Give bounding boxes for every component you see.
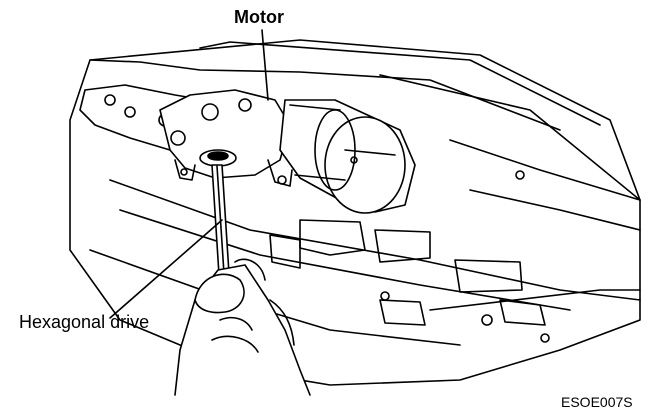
- floor-bolts: [380, 170, 550, 343]
- hexagonal-drive-label: Hexagonal drive: [19, 312, 150, 332]
- gear-housing: [159, 89, 293, 187]
- figure-code: ESOE007S: [561, 394, 633, 410]
- hex-socket: [199, 149, 237, 167]
- hand: [174, 258, 311, 396]
- hex-drive-leader-line: [109, 219, 223, 319]
- motor-leader-line: [261, 29, 269, 101]
- motor-label: Motor: [234, 7, 284, 27]
- floor-recesses: [269, 219, 546, 326]
- motor-body: [279, 99, 416, 214]
